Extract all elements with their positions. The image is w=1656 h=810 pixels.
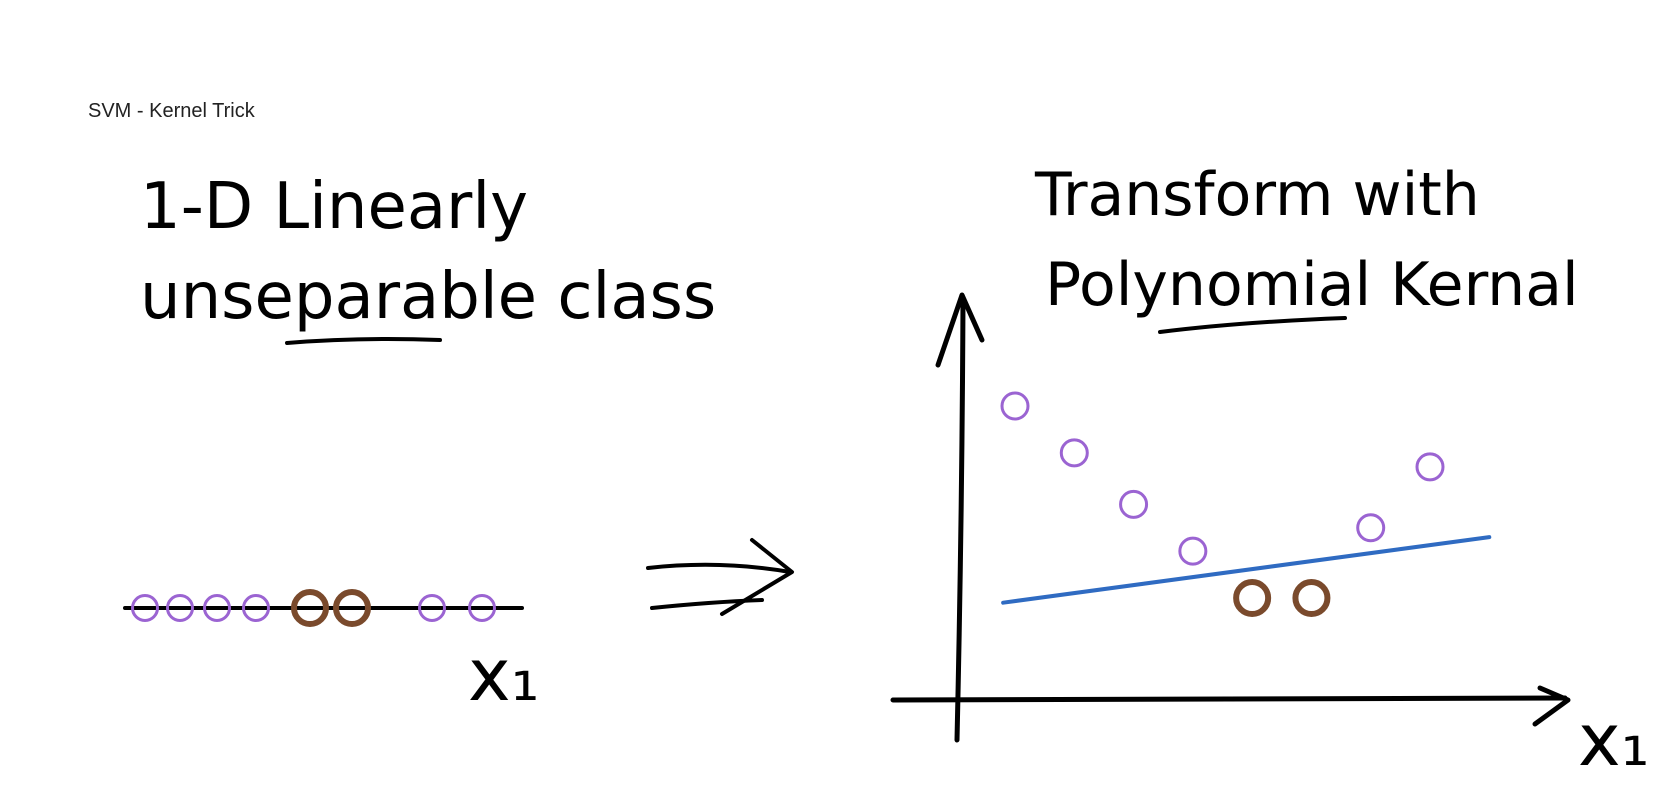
class-a-point — [203, 594, 231, 622]
page-title: SVM - Kernel Trick — [88, 100, 255, 122]
transform-arrow-icon — [646, 538, 794, 616]
class-a-point — [1119, 489, 1149, 519]
class-b-point — [1292, 579, 1331, 617]
class-a-point — [1178, 536, 1208, 566]
right-axes — [890, 292, 1571, 743]
class-a-point — [468, 594, 496, 622]
class-a-point — [1059, 438, 1089, 468]
left-heading-underline — [285, 337, 442, 345]
class-a-point — [1356, 513, 1386, 543]
right-heading-line2: Polynomial Kernal — [1045, 250, 1579, 320]
right-heading-underline — [1158, 316, 1347, 334]
class-b-point — [333, 589, 371, 627]
left-heading-line1: 1-D Linearly — [140, 170, 528, 244]
left-points-group — [131, 589, 496, 627]
class-a-point — [418, 594, 446, 622]
class-b-point — [1233, 579, 1272, 617]
decision-boundary — [1001, 535, 1492, 605]
class-a-point — [1415, 452, 1445, 482]
x-axis-arrowhead-icon — [1532, 685, 1571, 727]
right-axis-label: x₁ — [1578, 698, 1649, 782]
class-a-point — [1000, 391, 1030, 421]
left-heading-line2: unseparable class — [140, 260, 716, 334]
y-axis-arrowhead-icon — [935, 292, 985, 368]
class-a-point — [131, 594, 159, 622]
class-a-point — [242, 594, 270, 622]
class-a-point — [166, 594, 194, 622]
y-axis-line — [954, 297, 966, 743]
right-heading-line1: Transform with — [1034, 160, 1480, 230]
boundary-line — [1001, 535, 1492, 605]
class-b-point — [291, 589, 329, 627]
x-axis-line — [890, 695, 1568, 703]
right-points-group — [1000, 391, 1445, 617]
left-axis-label: x₁ — [468, 633, 539, 717]
